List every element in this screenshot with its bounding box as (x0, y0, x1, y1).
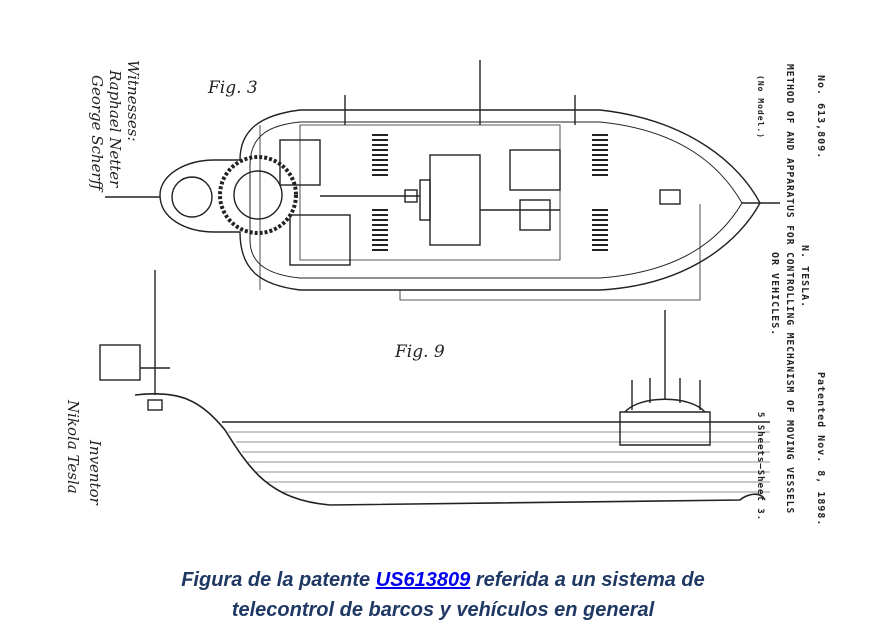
fig3-label: Fig. 3 (208, 78, 258, 98)
patent-sheets: 5 Sheets—Sheet 3. (755, 412, 765, 522)
boat-hull (159, 109, 761, 291)
gear-large (218, 155, 298, 235)
patent-title-line1: METHOD OF AND APPARATUS FOR CONTROLLING … (784, 64, 795, 515)
caption-line2: telecontrol de barcos y vehículos en gen… (231, 599, 655, 621)
caption-text-end: referida a un sistema de (470, 569, 705, 591)
witness-1-signature: Raphael Netter (106, 70, 124, 188)
patent-title-line2: OR VEHICLES. (769, 252, 780, 337)
figure-caption: Figura de la patente US613809 referida a… (0, 565, 886, 625)
witnesses-label: Witnesses: (124, 60, 142, 142)
patent-inventor: N. TESLA. (799, 245, 810, 309)
fig9-label: Fig. 9 (395, 342, 445, 362)
inventor-label: Inventor (86, 440, 104, 505)
gear-small (171, 176, 213, 218)
patent-date: Patented Nov. 8, 1898. (815, 372, 826, 527)
patent-number: No. 613,809. (815, 75, 826, 160)
inventor-signature: Nikola Tesla (64, 400, 82, 494)
caption-text-start: Figura de la patente (181, 569, 376, 591)
witness-2-signature: George Scherff (88, 75, 106, 191)
patent-drawing (99, 60, 780, 506)
patent-link[interactable]: US613809 (375, 569, 471, 591)
patent-model: (No Model.) (756, 75, 765, 139)
shoreline (134, 392, 766, 506)
